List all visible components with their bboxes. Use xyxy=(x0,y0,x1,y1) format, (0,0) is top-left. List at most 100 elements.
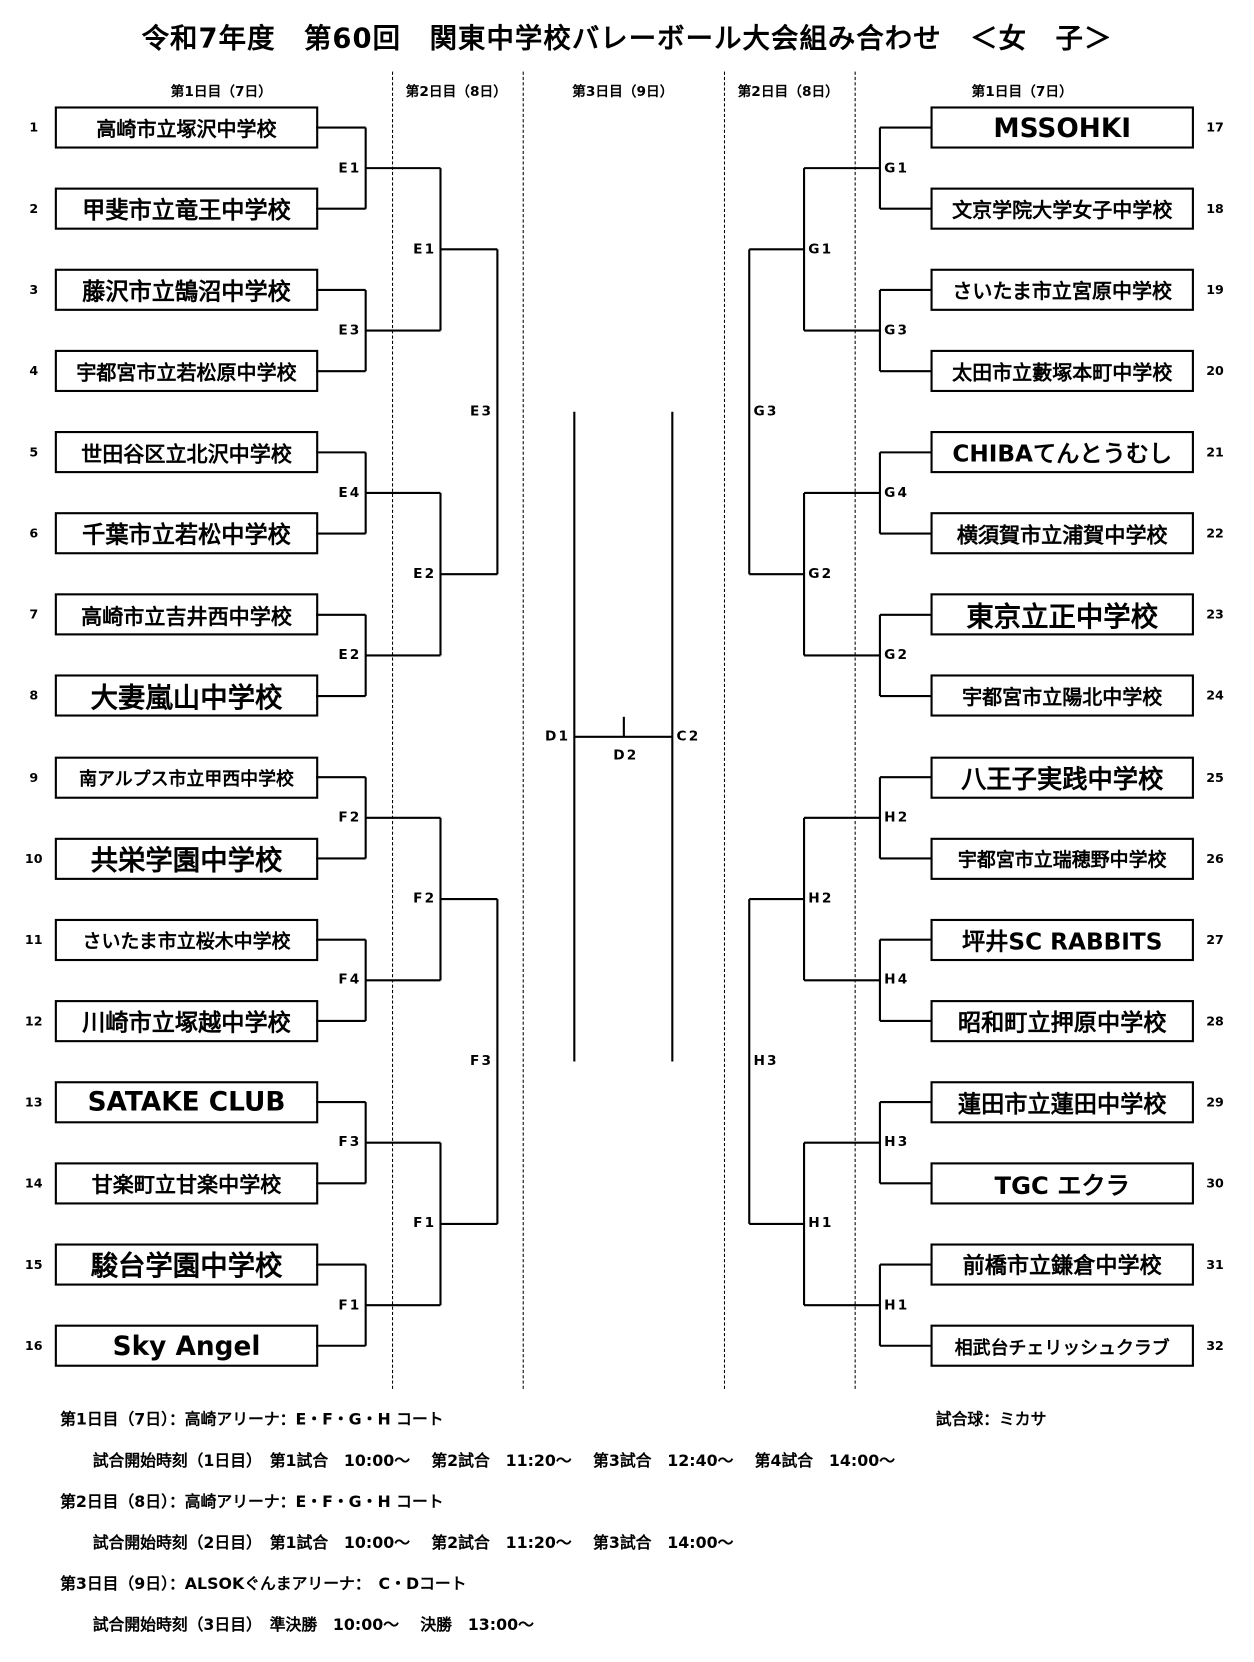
team-box: 世田谷区立北沢中学校 xyxy=(54,431,319,474)
day-header-day3: 第3日目（9日） xyxy=(572,84,674,101)
day-divider xyxy=(522,71,524,1389)
match-label: F2 xyxy=(338,809,362,826)
match-label-d1: D1 xyxy=(544,728,571,745)
day-header-right-day2: 第2日目（8日） xyxy=(737,84,839,101)
seed-number: 27 xyxy=(1206,932,1224,948)
seed-number: 5 xyxy=(29,444,39,460)
seed-number: 18 xyxy=(1206,201,1224,217)
team-box: 高崎市立吉井西中学校 xyxy=(54,593,319,636)
seed-number: 12 xyxy=(24,1013,43,1029)
day-header-right-day1: 第1日目（7日） xyxy=(971,84,1073,101)
match-label: H4 xyxy=(884,972,910,989)
footer-day3-venue: 第3日目（9日）：ALSOKぐんまアリーナ： C・Dコート xyxy=(60,1574,467,1594)
team-box: 共栄学園中学校 xyxy=(54,837,319,880)
footer-day2-times: 試合開始時刻（2日目） 第1試合 10:00～ 第2試合 11:20～ 第3試合… xyxy=(92,1533,734,1553)
team-box: 坪井SC RABBITS xyxy=(930,918,1194,961)
team-box: 東京立正中学校 xyxy=(930,593,1194,636)
team-box: 川崎市立塚越中学校 xyxy=(54,999,319,1042)
match-label: G2 xyxy=(808,566,834,583)
team-box: 前橋市立鎌倉中学校 xyxy=(930,1243,1194,1286)
match-label: E3 xyxy=(470,403,494,420)
team-box: 駿台学園中学校 xyxy=(54,1243,319,1286)
seed-number: 32 xyxy=(1206,1338,1224,1354)
match-label: F4 xyxy=(338,972,362,989)
team-box: MSSOHKI xyxy=(930,106,1194,149)
team-box: 蓮田市立蓮田中学校 xyxy=(930,1081,1194,1124)
match-label: E2 xyxy=(413,566,437,583)
match-label: H3 xyxy=(753,1053,779,1070)
team-box: 甘楽町立甘楽中学校 xyxy=(54,1162,319,1205)
match-label: F3 xyxy=(338,1134,362,1151)
seed-number: 31 xyxy=(1206,1257,1224,1272)
team-box: さいたま市立宮原中学校 xyxy=(930,268,1194,312)
seed-number: 19 xyxy=(1206,282,1224,298)
seed-number: 7 xyxy=(29,607,39,623)
footer-day1-venue: 第1日目（7日）：高崎アリーナ：E・F・G・H コート xyxy=(60,1409,444,1429)
team-box: Sky Angel xyxy=(54,1324,319,1367)
footer-day3-times: 試合開始時刻（3日目） 準決勝 10:00～ 決勝 13:00～ xyxy=(92,1615,534,1635)
team-box: 昭和町立押原中学校 xyxy=(930,999,1194,1042)
match-label: G4 xyxy=(884,485,910,501)
match-label: E4 xyxy=(338,485,362,501)
seed-number: 17 xyxy=(1206,120,1224,135)
match-label: F1 xyxy=(413,1216,437,1232)
match-label: G1 xyxy=(884,160,910,177)
team-box: 千葉市立若松中学校 xyxy=(54,512,319,555)
day-header-left-day1: 第1日目（7日） xyxy=(170,84,272,101)
page-title: 令和7年度 第60回 関東中学校バレーボール大会組み合わせ ＜女 子＞ xyxy=(141,23,1113,55)
match-label: H1 xyxy=(808,1216,834,1232)
seed-number: 13 xyxy=(24,1094,43,1110)
match-label: F1 xyxy=(338,1297,362,1314)
match-label: H2 xyxy=(884,809,910,826)
team-box: 宇都宮市立陽北中学校 xyxy=(930,674,1194,718)
footer-ball: 試合球：ミカサ xyxy=(935,1409,1047,1429)
team-box: 横須賀市立浦賀中学校 xyxy=(930,512,1194,555)
seed-number: 24 xyxy=(1206,688,1224,704)
match-label: F2 xyxy=(413,891,437,907)
team-box: SATAKE CLUB xyxy=(54,1081,319,1124)
team-box: TGC エクラ xyxy=(930,1162,1194,1205)
seed-number: 8 xyxy=(29,688,39,704)
team-box: CHIBAてんとうむし xyxy=(930,431,1194,474)
team-box: 南アルプス市立甲西中学校 xyxy=(54,756,319,799)
seed-number: 3 xyxy=(29,282,39,298)
day-divider xyxy=(854,71,856,1389)
team-box: 太田市立藪塚本町中学校 xyxy=(930,350,1194,393)
match-label: F3 xyxy=(470,1053,494,1070)
seed-number: 4 xyxy=(29,363,39,379)
seed-number: 30 xyxy=(1206,1175,1224,1191)
match-label: H3 xyxy=(884,1134,910,1151)
match-label: H2 xyxy=(808,891,834,907)
team-box: 甲斐市立竜王中学校 xyxy=(54,187,319,230)
seed-number: 29 xyxy=(1206,1094,1224,1110)
seed-number: 11 xyxy=(24,932,43,948)
team-box: さいたま市立桜木中学校 xyxy=(54,918,319,961)
seed-number: 2 xyxy=(29,201,39,217)
day-header-left-day2: 第2日目（8日） xyxy=(405,84,507,101)
match-label-c2: C2 xyxy=(676,728,701,745)
match-label: E3 xyxy=(338,322,362,339)
seed-number: 20 xyxy=(1206,363,1224,379)
seed-number: 14 xyxy=(24,1175,43,1191)
team-box: 相武台チェリッシュクラブ xyxy=(930,1324,1194,1367)
seed-number: 23 xyxy=(1206,607,1224,623)
team-box: 文京学院大学女子中学校 xyxy=(930,187,1194,230)
seed-number: 10 xyxy=(24,851,43,866)
footer-day1-times: 試合開始時刻（1日目） 第1試合 10:00～ 第2試合 11:20～ 第3試合… xyxy=(92,1451,896,1471)
match-label: E1 xyxy=(338,160,362,177)
team-box: 藤沢市立鵠沼中学校 xyxy=(54,268,319,312)
day-divider xyxy=(723,71,726,1389)
match-label: G2 xyxy=(884,647,910,664)
team-box: 高崎市立塚沢中学校 xyxy=(54,106,319,149)
match-label: H1 xyxy=(884,1297,910,1314)
seed-number: 26 xyxy=(1206,851,1224,866)
match-label-d2: D2 xyxy=(613,747,639,764)
seed-number: 21 xyxy=(1206,444,1224,460)
match-label: G3 xyxy=(753,403,779,420)
team-box: 宇都宮市立瑞穂野中学校 xyxy=(930,837,1194,880)
team-box: 宇都宮市立若松原中学校 xyxy=(54,350,319,393)
team-box: 八王子実践中学校 xyxy=(930,756,1194,799)
seed-number: 28 xyxy=(1206,1013,1224,1029)
